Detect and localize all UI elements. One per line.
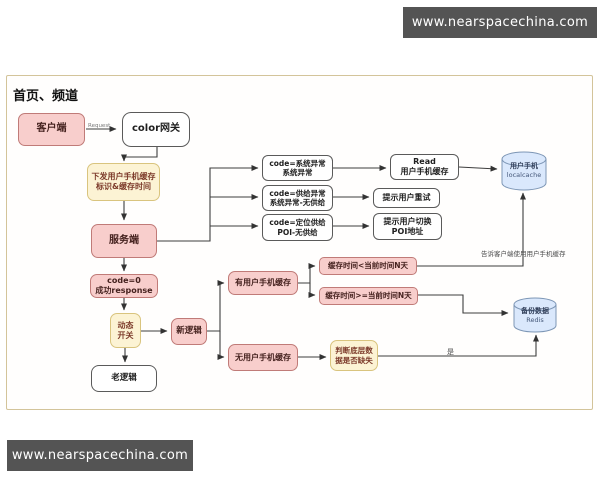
node-has-cache-label: 有用户手机缓存: [235, 278, 291, 287]
edge-label-yes: 是: [447, 348, 454, 356]
watermark-bottom: www.nearspacechina.com: [7, 440, 193, 471]
node-code-supply-error-line2: 系统异常-无供给: [269, 198, 326, 207]
node-old-logic: 老逻辑: [91, 365, 157, 392]
node-client: 客户端: [18, 113, 85, 146]
node-has-cache: 有用户手机缓存: [228, 271, 298, 295]
redis-db-line1: 备份数据: [521, 307, 549, 315]
node-dynamic-switch-line1: 动态: [117, 320, 134, 330]
node-client-label: 客户端: [36, 123, 67, 135]
node-cache-time-ge-label: 缓存时间>=当前时间N天: [325, 291, 412, 301]
watermark-top: www.nearspacechina.com: [403, 7, 597, 38]
node-dynamic-switch: 动态 开关: [110, 313, 141, 348]
node-cache-time-lt: 缓存时间<当前时间N天: [319, 257, 417, 275]
node-switch-poi-line2: POI地址: [391, 226, 424, 236]
node-retry-prompt-label: 提示用户重试: [382, 193, 431, 202]
node-code-poi-error-line2: POI-无供给: [277, 227, 318, 237]
panel-title: 首页、频道: [13, 89, 79, 104]
node-no-cache-label: 无用户手机缓存: [235, 352, 291, 362]
node-switch-poi-line1: 提示用户切换: [383, 216, 432, 226]
database-icon: [513, 297, 557, 333]
node-color-gateway: color网关: [122, 112, 190, 147]
node-code-poi-error: code=定位供给 POI-无供给: [262, 214, 333, 241]
localcache-database-cylinder: 用户手机 localcache: [501, 151, 547, 191]
node-old-logic-label: 老逻辑: [111, 373, 137, 384]
node-read-cache-line2: 用户手机缓存: [400, 167, 449, 176]
node-switch-poi-prompt: 提示用户切换 POI地址: [373, 213, 442, 240]
node-code0-line1: code=0: [107, 276, 141, 285]
node-code0-response: code=0 成功response: [90, 274, 158, 298]
node-code0-line2: 成功response: [95, 286, 153, 295]
redis-database-cylinder: 备份数据 Redis: [513, 297, 557, 333]
node-new-logic: 新逻辑: [171, 318, 207, 345]
watermark-bottom-text: www.nearspacechina.com: [11, 448, 189, 463]
node-color-gateway-label: color网关: [131, 123, 181, 135]
node-new-logic-label: 新逻辑: [176, 326, 202, 337]
edge-label-request: Request: [88, 123, 111, 129]
node-cache-time-lt-label: 缓存时间<当前时间N天: [327, 261, 409, 271]
node-server: 服务端: [91, 224, 157, 258]
node-no-cache: 无用户手机缓存: [228, 344, 298, 371]
redis-database-label: 备份数据 Redis: [513, 307, 557, 325]
watermark-top-text: www.nearspacechina.com: [411, 15, 589, 30]
redis-db-line2: Redis: [526, 316, 544, 325]
node-issue-cache-line1: 下发用户手机缓存: [91, 172, 156, 181]
node-judge-missing: 判断底层数 据是否缺失: [330, 340, 378, 371]
node-code-system-error: code=系统异常 系统异常: [262, 155, 333, 181]
node-code-supply-error-line1: code=供给异常: [269, 188, 326, 198]
node-code-system-error-line1: code=系统异常: [269, 158, 326, 168]
database-icon: [501, 151, 547, 191]
localcache-db-line2: localcache: [506, 171, 542, 180]
localcache-db-line1: 用户手机: [510, 162, 538, 170]
node-judge-missing-line2: 据是否缺失: [335, 355, 373, 365]
node-read-cache-line1: Read: [413, 157, 436, 166]
node-issue-cache: 下发用户手机缓存 标识&缓存时间: [87, 163, 160, 201]
edge-label-tell-client: 告诉客户端使用用户手机缓存: [481, 250, 566, 258]
node-issue-cache-line2: 标识&缓存时间: [96, 182, 151, 191]
localcache-database-label: 用户手机 localcache: [501, 162, 547, 180]
node-code-poi-error-line1: code=定位供给: [269, 218, 326, 228]
node-retry-prompt: 提示用户重试: [373, 188, 440, 208]
node-server-label: 服务端: [109, 234, 139, 246]
node-code-system-error-line2: 系统异常: [282, 168, 313, 177]
node-judge-missing-line1: 判断底层数: [335, 346, 373, 356]
node-read-cache: Read 用户手机缓存: [390, 154, 459, 180]
node-code-supply-error: code=供给异常 系统异常-无供给: [262, 185, 333, 211]
node-dynamic-switch-line2: 开关: [117, 330, 134, 340]
node-cache-time-ge: 缓存时间>=当前时间N天: [319, 287, 418, 305]
